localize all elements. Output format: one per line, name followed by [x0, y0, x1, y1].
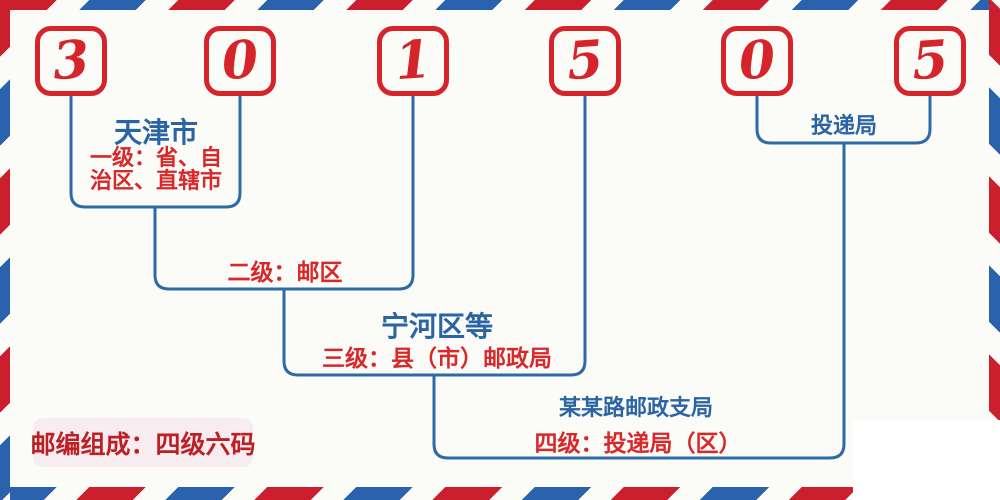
digit-box-4: 5 — [549, 26, 621, 96]
level4-desc-label: 四级：投递局（区） — [534, 430, 742, 456]
stripe-border-bottom — [0, 487, 1000, 500]
level2-desc-label: 二级：邮区 — [227, 259, 343, 285]
stripe-border-right — [989, 0, 1000, 500]
digit-box-1: 3 — [35, 26, 107, 96]
level4-office-label: 某某路邮政支局 — [558, 395, 713, 420]
level3-desc-label: 三级：县（市）邮政局 — [322, 345, 552, 371]
digit-1: 3 — [50, 28, 92, 93]
level1-desc-line1: 一级：省、自 — [89, 145, 222, 170]
digit-6: 5 — [909, 28, 951, 93]
digit-box-5: 0 — [721, 26, 793, 96]
level1-desc-label: 一级：省、自 治区、直辖市 — [71, 146, 241, 192]
stripe-border-left — [0, 0, 10, 500]
delivery-bureau-label: 投递局 — [810, 113, 877, 138]
stripe-border-top — [0, 0, 1000, 10]
badge-text: 邮编组成：四级六码 — [30, 430, 256, 459]
level3-region-label: 宁河区等 — [380, 311, 493, 342]
digit-box-3: 1 — [377, 26, 449, 96]
bracket-delivery — [755, 96, 932, 145]
digit-4: 5 — [564, 28, 606, 93]
level1-region-label: 天津市 — [113, 117, 198, 148]
digit-2: 0 — [219, 28, 261, 93]
digit-box-6: 5 — [894, 26, 966, 96]
bracket-level4 — [432, 143, 846, 460]
digit-box-2: 0 — [204, 26, 276, 96]
postal-code-composition-badge: 邮编组成：四级六码 — [30, 418, 256, 467]
digit-3: 1 — [392, 28, 434, 93]
blank-patch — [853, 420, 1000, 500]
level1-desc-line2: 治区、直辖市 — [89, 168, 222, 193]
digit-5: 0 — [736, 28, 778, 93]
